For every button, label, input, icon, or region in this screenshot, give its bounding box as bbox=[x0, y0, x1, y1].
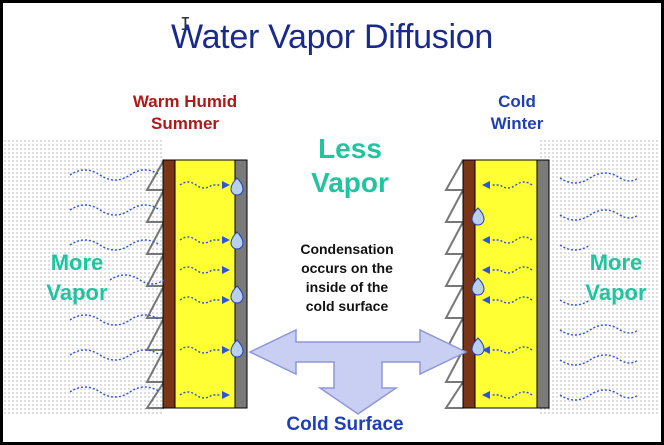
vapor-waves-right bbox=[559, 172, 639, 401]
cold-winter-label: Cold Winter bbox=[462, 91, 572, 135]
more-vapor-left-label: More Vapor bbox=[22, 248, 132, 308]
vapor-arrow-icon bbox=[482, 266, 490, 274]
vapor-arrow-icon bbox=[179, 346, 220, 354]
vapor-wave-icon bbox=[559, 244, 591, 251]
left-wall bbox=[145, 159, 248, 409]
three-way-arrow-icon bbox=[248, 328, 468, 415]
sheathing-layer bbox=[162, 159, 176, 409]
vapor-arrow-icon bbox=[222, 296, 230, 304]
vapor-arrow-icon bbox=[222, 266, 230, 274]
vapor-arrows-right bbox=[492, 181, 533, 399]
droplets-right bbox=[471, 207, 485, 356]
vapor-arrow-icon bbox=[179, 266, 220, 274]
vapor-arrow-icon bbox=[222, 346, 230, 354]
vapor-wave-icon bbox=[559, 299, 591, 306]
more-vapor-right-label: More Vapor bbox=[566, 248, 664, 308]
vapor-arrow-icon bbox=[179, 236, 220, 244]
warm-summer-label: Warm Humid Summer bbox=[105, 91, 265, 135]
cold-barrier-layer bbox=[234, 159, 248, 409]
more-vapor-line: More bbox=[50, 250, 104, 275]
condensation-droplet-icon bbox=[471, 277, 485, 296]
humid-zone-left bbox=[4, 140, 164, 415]
vapor-arrow-icon bbox=[492, 181, 533, 189]
vapor-arrow-icon bbox=[482, 391, 490, 399]
insulation-layer bbox=[474, 159, 538, 409]
cold-barrier-layer bbox=[536, 159, 550, 409]
vapor-wave-icon bbox=[109, 274, 165, 285]
vapor-arrows-left bbox=[179, 181, 220, 399]
insulation-layer bbox=[174, 159, 236, 409]
condensation-droplet-icon bbox=[230, 231, 244, 250]
condensation-droplet-icon bbox=[230, 285, 244, 304]
droplets-left bbox=[230, 177, 244, 358]
warm-label-line: Warm Humid bbox=[132, 92, 238, 111]
vapor-waves-left bbox=[69, 169, 165, 398]
humid-zone-right bbox=[540, 140, 660, 415]
vapor-arrow-icon bbox=[179, 181, 220, 189]
vapor-arrow-icon bbox=[222, 181, 230, 189]
less-vapor-label: Less Vapor bbox=[290, 132, 410, 200]
vapor-arrow-icon bbox=[482, 346, 490, 354]
condensation-note: Condensation occurs on the inside of the… bbox=[262, 240, 432, 316]
condensation-line: occurs on the bbox=[301, 260, 393, 276]
condensation-line: inside of the bbox=[305, 279, 389, 295]
vapor-arrow-icon bbox=[179, 296, 220, 304]
condensation-droplet-icon bbox=[471, 207, 485, 226]
condensation-droplet-icon bbox=[230, 177, 244, 196]
vapor-arrow-icon bbox=[492, 346, 533, 354]
more-vapor-line: More bbox=[589, 250, 643, 275]
diagram-title: Water Vapor Diffusion bbox=[171, 18, 493, 56]
condensation-droplet-icon bbox=[471, 337, 485, 356]
vapor-arrow-icon bbox=[482, 181, 490, 189]
condensation-line: Condensation bbox=[300, 241, 394, 257]
vapor-arrow-icon bbox=[482, 236, 490, 244]
vapor-arrow-icon bbox=[492, 296, 533, 304]
right-wall bbox=[444, 159, 550, 409]
warm-label-line: Summer bbox=[150, 114, 220, 133]
cold-label-line: Cold bbox=[498, 92, 536, 111]
more-vapor-line: Vapor bbox=[46, 280, 108, 305]
vapor-arrow-icon bbox=[222, 391, 230, 399]
vapor-arrow-icon bbox=[492, 236, 533, 244]
vapor-arrowheads-right bbox=[482, 181, 490, 399]
vapor-arrow-icon bbox=[222, 236, 230, 244]
siding-icon bbox=[444, 159, 465, 409]
less-vapor-line: Less bbox=[318, 133, 382, 164]
more-vapor-line: Vapor bbox=[585, 280, 647, 305]
less-vapor-line: Vapor bbox=[311, 167, 389, 198]
condensation-line: cold surface bbox=[305, 298, 389, 314]
text-cursor-icon: I bbox=[180, 14, 191, 35]
condensation-droplet-icon bbox=[230, 339, 244, 358]
vapor-arrow-icon bbox=[492, 266, 533, 274]
cold-label-line: Winter bbox=[490, 114, 544, 133]
vapor-arrow-icon bbox=[482, 296, 490, 304]
cold-surface-label: Cold Surface bbox=[286, 414, 404, 435]
vapor-arrow-icon bbox=[179, 391, 220, 399]
vapor-arrow-icon bbox=[492, 391, 533, 399]
vapor-arrowheads-left bbox=[222, 181, 230, 399]
